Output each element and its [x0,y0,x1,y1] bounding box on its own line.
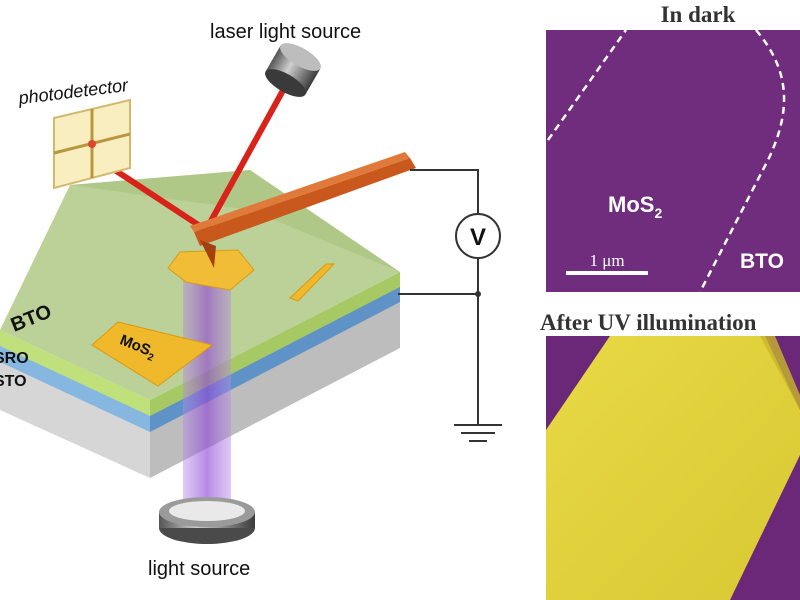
dark-panel-boundary-left [546,29,628,141]
sto-layer [0,360,150,478]
dark-panel-image [546,30,800,292]
afm-panels: In dark MoS2 BTO 1 μm After UV illuminat… [540,2,800,600]
dark-panel-title: In dark [661,2,736,27]
svg-text:V: V [470,224,486,251]
photodetector [53,98,131,190]
mos2-flake-large [91,321,214,387]
mos2-flake-under-tip [167,249,255,291]
sto-label: STO [0,373,27,390]
mos2-flake-small [289,263,336,302]
dark-panel-bto-label: BTO [740,250,784,273]
sro-layer [0,345,150,432]
ground-node [475,291,481,297]
scale-bar [566,271,648,275]
schematic: MoS2 [0,21,502,580]
uv-beam [183,262,231,502]
laser-light-source [265,43,321,97]
afm-tip [200,240,216,268]
uv-panel-mos2-region [546,336,800,600]
light-source [159,497,255,544]
light-source-label: light source [148,558,250,580]
sro-label: SRO [0,350,29,367]
uv-panel-edge [760,336,800,410]
circuit-wires [398,169,502,442]
dark-panel-boundary-right [698,29,786,293]
uv-panel-title: After UV illumination [540,310,757,335]
bto-layer-edge [0,330,150,416]
laser-beam-incident [203,83,289,232]
scale-bar-label: 1 μm [589,251,624,270]
afm-cantilever [190,152,416,268]
laser-source-label: laser light source [210,21,361,43]
dark-panel-mos2-label: MoS2 [608,192,662,221]
voltmeter: V [455,213,501,259]
